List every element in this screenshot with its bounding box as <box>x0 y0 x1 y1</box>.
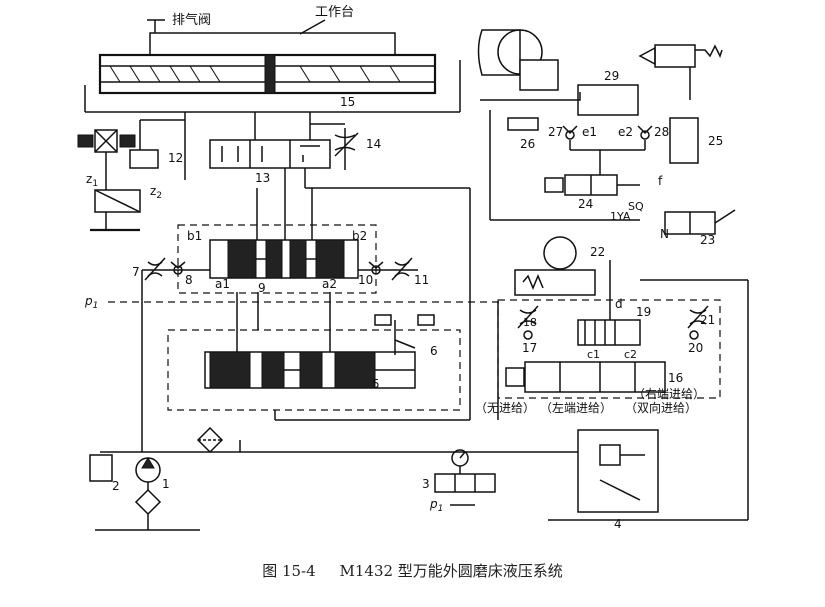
throttle-check-17-18: 18 17 <box>517 305 539 355</box>
label-double-feed: （双向进给） <box>625 400 697 415</box>
label-p1-bottom: p1 <box>429 497 443 514</box>
label-z2: z2 <box>150 184 162 201</box>
label-sq: SQ <box>628 200 644 213</box>
label-b1: b1 <box>187 229 202 243</box>
figure-caption: 图 15-4 M1432 型万能外圆磨床液压系统 <box>0 560 825 581</box>
label-19: 19 <box>636 305 651 319</box>
gauge-valve-3: 3 p1 <box>422 449 496 514</box>
label-3: 3 <box>422 477 430 491</box>
connection-lines <box>257 188 499 421</box>
label-4: 4 <box>614 517 622 531</box>
feed-mode-labels: （无进给） （左端进给） （右端进给） （双向进给） <box>475 299 721 415</box>
label-9: 9 <box>258 281 266 295</box>
worktable-label: 工作台 <box>315 5 354 20</box>
label-10: 10 <box>358 273 373 287</box>
label-c1: c1 <box>587 348 600 361</box>
throttle-check-10-11: 10 11 <box>358 257 429 287</box>
label-2: 2 <box>112 479 120 493</box>
label-29: 29 <box>604 69 619 83</box>
label-27: 27 <box>548 125 563 139</box>
worktable-assembly: 排气阀 工作台 15 <box>84 5 461 113</box>
valve-24: 24 1YA SQ f <box>544 150 663 223</box>
label-no-feed: （无进给） <box>475 401 535 415</box>
label-b2: b2 <box>352 229 367 243</box>
label-right-feed: （右端进给） <box>633 386 705 401</box>
feed-assembly: 22 d 19 c1 c2 16 <box>505 236 683 393</box>
label-e2: e2 <box>618 125 633 139</box>
label-13: 13 <box>255 171 270 185</box>
label-a1: a1 <box>215 277 230 291</box>
throttle-check-7-8: 7 8 <box>132 257 210 287</box>
label-12: 12 <box>168 151 183 165</box>
label-1ya: 1YA <box>610 210 631 223</box>
label-18: 18 <box>523 316 537 329</box>
label-22: 22 <box>590 245 605 259</box>
label-e1: e1 <box>582 125 597 139</box>
check-27-28: 27 28 e1 e2 <box>548 125 669 151</box>
hydraulic-system-diagram: 排气阀 工作台 15 12 z1 z2 <box>77 5 749 531</box>
label-left-feed: （左端进给） <box>540 400 612 415</box>
supply-line-p1: p1 <box>84 270 500 452</box>
label-N: N <box>660 227 669 241</box>
label-11: 11 <box>414 273 429 287</box>
label-17: 17 <box>522 341 537 355</box>
label-16: 16 <box>668 371 683 385</box>
reversing-valve-9: b1 b2 a1 a2 9 <box>177 178 377 295</box>
label-a2: a2 <box>322 277 337 291</box>
label-25: 25 <box>708 134 723 148</box>
label-d: d <box>615 297 623 311</box>
figure-title: M1432 型万能外圆磨床液压系统 <box>339 562 563 580</box>
wheelhead-29: 29 26 <box>477 29 640 221</box>
label-5: 5 <box>372 377 380 391</box>
label-20: 20 <box>688 341 703 355</box>
label-8: 8 <box>185 273 193 287</box>
throttle-14: 14 <box>310 123 381 170</box>
label-7: 7 <box>132 265 140 279</box>
pump-group: 2 1 <box>89 426 560 531</box>
label-14: 14 <box>366 137 381 151</box>
label-24: 24 <box>578 197 593 211</box>
lever-6: 6 <box>374 314 438 358</box>
label-z1: z1 <box>86 172 98 189</box>
label-23: 23 <box>700 233 715 247</box>
label-6: 6 <box>430 344 438 358</box>
exhaust-valve-label: 排气阀 <box>172 12 211 28</box>
label-p1-left: p1 <box>84 294 98 311</box>
figure-number: 图 15-4 <box>262 562 316 580</box>
label-f: f <box>658 174 663 188</box>
label-28: 28 <box>654 125 669 139</box>
gear-mechanism: 12 z1 z2 <box>77 112 186 232</box>
throttle-check-20-21: 21 20 <box>687 305 715 355</box>
label-1: 1 <box>162 477 170 491</box>
label-15: 15 <box>340 95 355 109</box>
label-21: 21 <box>700 313 715 327</box>
pilot-valve-5: 5 <box>167 292 461 411</box>
label-c2: c2 <box>624 348 637 361</box>
label-26: 26 <box>520 137 535 151</box>
tailstock-25-23: 25 N 23 <box>638 44 736 247</box>
valve-13: 13 <box>209 112 470 189</box>
valve-4: 4 <box>548 279 749 531</box>
